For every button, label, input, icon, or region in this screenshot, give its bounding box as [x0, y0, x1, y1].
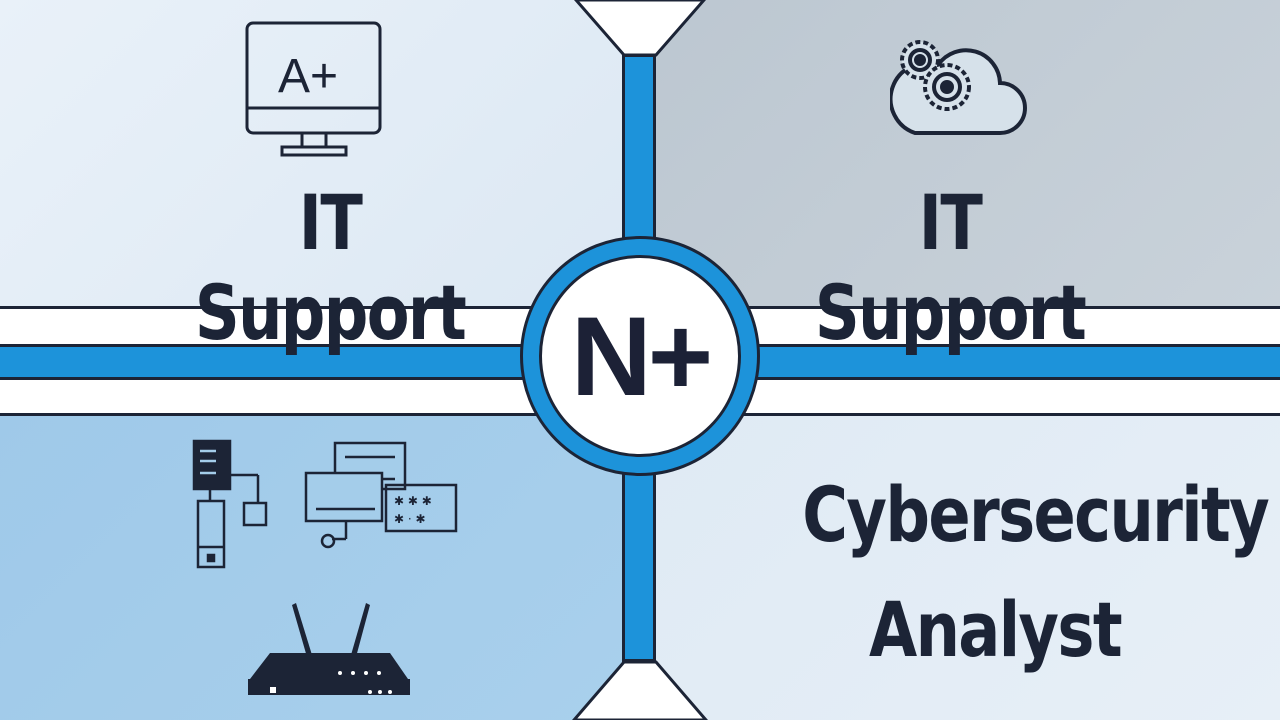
top-left-title: IT Support [194, 178, 467, 357]
top-right-title: IT Support [814, 178, 1087, 357]
bottom-right-title-line1: Cybersecurity [802, 470, 1269, 559]
bottom-right-title-line2: Analyst [868, 585, 1123, 674]
top-funnel-shape [574, 0, 706, 57]
quadrant-bottom-right [640, 414, 1280, 720]
network-router-servers-icon: ✱ ✱ ✱ ✱ · ✱ [192, 439, 458, 695]
monitor-a-plus-icon: A+ [245, 21, 382, 157]
center-badge: N+ [520, 236, 760, 476]
bottom-funnel-shape [572, 660, 708, 720]
svg-text:A+: A+ [278, 50, 338, 103]
center-badge-text: N+ [570, 293, 713, 419]
center-badge-inner: N+ [539, 255, 741, 457]
cloud-gears-icon [890, 40, 1027, 135]
svg-text:✱ · ✱: ✱ · ✱ [394, 512, 426, 526]
svg-text:✱ ✱ ✱: ✱ ✱ ✱ [394, 494, 432, 508]
